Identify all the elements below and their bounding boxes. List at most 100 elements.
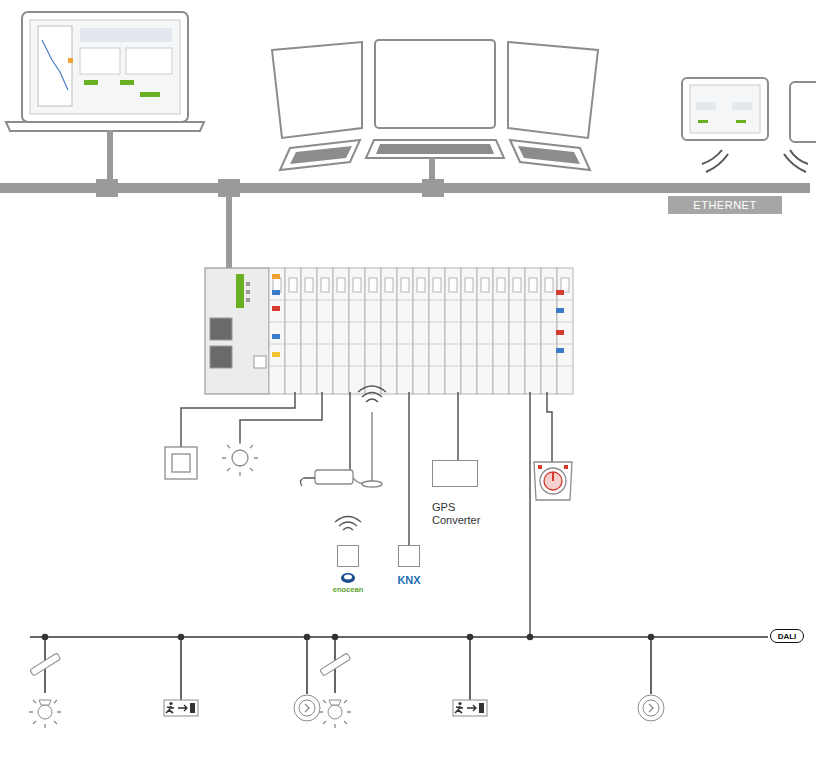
- ethernet-bus: [422, 179, 444, 197]
- power-supply: [315, 470, 353, 484]
- laptop-icon: [68, 58, 73, 63]
- io-modules: [477, 366, 493, 367]
- wireless-antenna: [362, 481, 382, 487]
- io-modules: [461, 344, 477, 345]
- pendant-luminaire: [319, 653, 351, 728]
- io-modules: [333, 268, 349, 394]
- io-modules: [269, 322, 285, 323]
- enocean-switch: enocean: [337, 545, 363, 594]
- io-modules: [273, 278, 281, 292]
- io-modules: [493, 268, 509, 394]
- exit-sign: [455, 706, 463, 713]
- light-bulb: [222, 440, 258, 476]
- downlight: [649, 704, 653, 712]
- io-modules: [397, 268, 413, 394]
- io-modules: [525, 300, 541, 301]
- io-modules: [541, 366, 557, 367]
- io-modules: [465, 278, 473, 292]
- downlight: [638, 695, 664, 721]
- laptop-icon: [6, 12, 204, 131]
- mobile-devices: [790, 82, 816, 142]
- io-modules: [285, 300, 301, 301]
- io-modules: [381, 322, 397, 323]
- io-modules: [493, 300, 509, 301]
- monitor-workstation: [510, 140, 590, 170]
- io-modules: [557, 366, 573, 367]
- pendant-luminaire: [30, 653, 61, 676]
- io-modules: [477, 300, 493, 301]
- io-modules: [321, 278, 329, 292]
- mobile-devices: [696, 102, 716, 110]
- pendant-luminaire: [329, 700, 341, 705]
- io-modules: [493, 366, 509, 367]
- io-modules: [333, 366, 349, 367]
- io-modules: [481, 278, 489, 292]
- io-modules: [365, 322, 381, 323]
- enocean-logo-mark: [341, 573, 355, 583]
- io-modules: [285, 344, 301, 345]
- io-modules: [429, 322, 445, 323]
- io-modules: [333, 300, 349, 301]
- io-modules: [397, 322, 413, 323]
- switch-outline: [398, 545, 420, 567]
- dali-logo: DALI: [770, 629, 804, 643]
- wago-controller: [246, 298, 250, 302]
- io-modules: [445, 366, 461, 367]
- io-modules: [333, 344, 349, 345]
- io-modules: [353, 278, 361, 292]
- timer-device: [534, 462, 572, 500]
- io-modules: [525, 322, 541, 323]
- io-modules: [461, 268, 477, 394]
- label-text: ETHERNET: [693, 199, 756, 211]
- io-modules: [461, 322, 477, 323]
- wago-controller: [210, 346, 232, 368]
- io-modules: [557, 344, 573, 345]
- io-modules: [429, 268, 445, 394]
- wago-controller: [205, 268, 269, 394]
- monitor-workstation: [280, 140, 360, 170]
- switch-outline: [432, 460, 478, 487]
- io-modules: [445, 322, 461, 323]
- exit-sign: [458, 702, 461, 705]
- dali-bus: [180, 637, 182, 700]
- io-modules: [301, 322, 317, 323]
- io-modules: [365, 366, 381, 367]
- io-modules: [317, 322, 333, 323]
- wireless-antenna: [358, 386, 386, 487]
- io-modules: [413, 344, 429, 345]
- monitor-workstation: [508, 42, 598, 138]
- wago-controller: [205, 268, 573, 394]
- network-label: ETHERNET: [668, 196, 782, 214]
- io-modules: [397, 344, 413, 345]
- io-modules: [381, 268, 397, 394]
- exit-sign: [166, 706, 174, 713]
- io-modules: [337, 278, 345, 292]
- io-modules: [557, 322, 573, 323]
- monitor-workstation: [272, 42, 362, 138]
- io-modules: [449, 278, 457, 292]
- laptop-icon: [42, 40, 68, 90]
- ethernet-bus: [0, 130, 810, 268]
- downlight: [305, 704, 309, 712]
- exit-sign: [467, 705, 476, 711]
- wireless-antenna: [371, 412, 373, 482]
- dali-bus: [528, 635, 533, 640]
- laptop-icon: [38, 26, 72, 106]
- exit-sign: [164, 700, 198, 716]
- io-modules: [285, 322, 301, 323]
- timer-device: [564, 465, 568, 469]
- gps-converter-box: GPS Converter: [432, 460, 488, 527]
- wall-switch: [172, 454, 190, 472]
- dali-bus: [306, 637, 308, 694]
- mobile-devices: [682, 78, 816, 172]
- io-modules: [317, 300, 333, 301]
- io-modules: [433, 278, 441, 292]
- dali-bus: [30, 635, 768, 701]
- power-supply: [300, 478, 315, 486]
- io-modules: [301, 366, 317, 367]
- io-modules: [269, 300, 285, 301]
- pendant-luminaire: [38, 705, 52, 719]
